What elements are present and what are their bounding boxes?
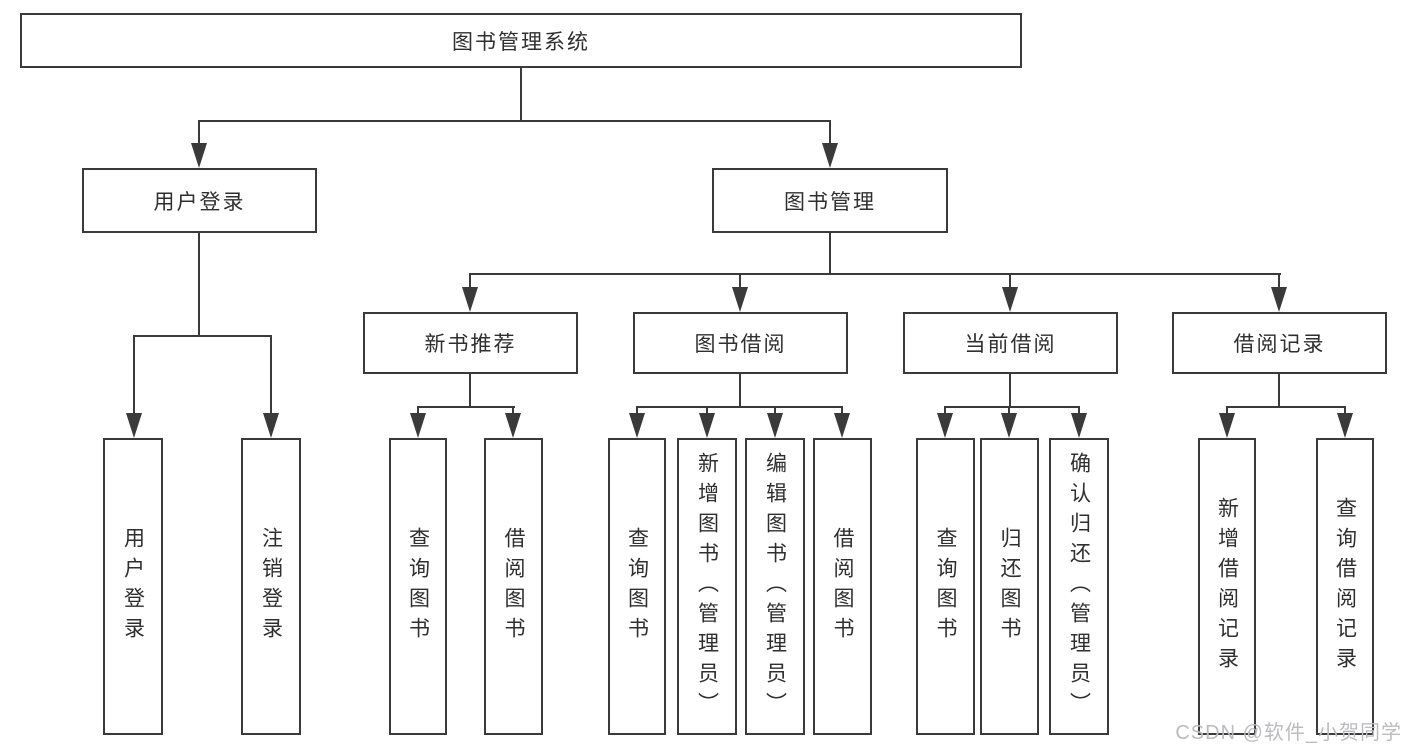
connector-line: [133, 335, 272, 337]
connector-line: [198, 233, 200, 335]
arrow-down-icon: [1071, 413, 1087, 438]
arrow-down-icon: [462, 287, 478, 312]
node-book-management: 图书管理: [712, 168, 948, 233]
leaf-confirm-return-admin: 确认归还（管理员）: [1049, 438, 1109, 735]
connector-line: [1008, 406, 1010, 415]
node-book-borrow: 图书借阅: [633, 312, 848, 374]
leaf-confirm-return-admin-label: 确认归还（管理员）: [1067, 451, 1091, 722]
leaf-edit-book-admin-label: 编辑图书（管理员）: [763, 451, 787, 722]
connector-line: [133, 335, 135, 414]
connector-line: [1344, 406, 1346, 415]
connector-line: [1009, 374, 1011, 406]
csdn-watermark: CSDN @软件_小贺同学: [1175, 722, 1402, 744]
connector-line: [270, 335, 272, 414]
connector-line: [417, 406, 515, 408]
connector-line: [1078, 406, 1080, 415]
connector-line: [636, 406, 638, 415]
arrow-down-icon: [699, 413, 715, 438]
connector-line: [829, 233, 831, 273]
connector-line: [520, 68, 522, 120]
leaf-return-book-label: 归还图书: [998, 526, 1021, 647]
connector-line: [739, 273, 741, 289]
connector-line: [841, 406, 843, 415]
connector-line: [739, 374, 741, 406]
arrow-down-icon: [822, 143, 838, 168]
leaf-return-book: 归还图书: [980, 438, 1039, 735]
connector-line: [944, 406, 1080, 408]
node-book-management-label: 图书管理: [784, 190, 876, 214]
connector-line: [469, 374, 471, 406]
leaf-add-borrow-record-label: 新增借阅记录: [1215, 496, 1239, 677]
connector-line: [1226, 406, 1228, 415]
arrow-down-icon: [126, 413, 142, 438]
connector-line: [469, 273, 471, 289]
node-root-label: 图书管理系统: [452, 30, 590, 54]
connector-line: [1278, 374, 1280, 406]
node-new-book-recommend: 新书推荐: [363, 312, 578, 374]
arrow-down-icon: [505, 413, 521, 438]
arrow-down-icon: [732, 287, 748, 312]
leaf-query-book-borrow-label: 查询图书: [625, 526, 649, 647]
node-user-login: 用户登录: [82, 168, 317, 233]
leaf-query-book-current-label: 查询图书: [934, 526, 957, 647]
leaf-query-book-recommend-label: 查询图书: [406, 526, 430, 647]
node-user-login-label: 用户登录: [153, 190, 246, 214]
leaf-borrow-book-recommend: 借阅图书: [484, 438, 543, 735]
connector-line: [636, 406, 843, 408]
leaf-user-login-label: 用户登录: [121, 526, 145, 647]
connector-line: [512, 406, 514, 415]
arrow-down-icon: [767, 413, 783, 438]
leaf-query-borrow-record-label: 查询借阅记录: [1333, 496, 1357, 677]
leaf-query-book-current: 查询图书: [916, 438, 975, 735]
leaf-borrow-book: 借阅图书: [813, 438, 872, 735]
connector-line: [1009, 273, 1011, 289]
arrow-down-icon: [937, 413, 953, 438]
arrow-down-icon: [191, 143, 207, 168]
node-new-book-recommend-label: 新书推荐: [424, 333, 517, 356]
node-book-borrow-label: 图书借阅: [694, 333, 787, 356]
arrow-down-icon: [629, 413, 645, 438]
leaf-add-borrow-record: 新增借阅记录: [1198, 438, 1256, 735]
leaf-logout-label: 注销登录: [259, 526, 283, 647]
connector-line: [944, 406, 946, 415]
leaf-edit-book-admin: 编辑图书（管理员）: [745, 438, 805, 735]
arrow-down-icon: [1271, 287, 1287, 312]
node-root: 图书管理系统: [20, 13, 1022, 68]
leaf-borrow-book-recommend-label: 借阅图书: [502, 526, 525, 647]
connector-line: [469, 273, 1281, 275]
arrow-down-icon: [263, 413, 279, 438]
arrow-down-icon: [1001, 413, 1017, 438]
node-current-borrow: 当前借阅: [903, 312, 1118, 374]
connector-line: [198, 120, 831, 122]
connector-line: [706, 406, 708, 415]
connector-line: [417, 406, 419, 415]
connector-line: [1278, 273, 1280, 289]
node-borrow-records-label: 借阅记录: [1233, 333, 1326, 356]
connector-line: [1226, 406, 1346, 408]
leaf-query-borrow-record: 查询借阅记录: [1316, 438, 1374, 735]
arrow-down-icon: [410, 413, 426, 438]
arrow-down-icon: [834, 413, 850, 438]
arrow-down-icon: [1337, 413, 1353, 438]
node-current-borrow-label: 当前借阅: [964, 333, 1057, 356]
leaf-logout: 注销登录: [241, 438, 301, 735]
leaf-user-login: 用户登录: [103, 438, 163, 735]
leaf-add-book-admin: 新增图书（管理员）: [677, 438, 737, 735]
arrow-down-icon: [1219, 413, 1235, 438]
leaf-query-book-recommend: 查询图书: [389, 438, 447, 735]
leaf-borrow-book-label: 借阅图书: [831, 526, 854, 647]
connector-line: [774, 406, 776, 415]
leaf-query-book-borrow: 查询图书: [608, 438, 666, 735]
arrow-down-icon: [1002, 287, 1018, 312]
node-borrow-records: 借阅记录: [1172, 312, 1387, 374]
leaf-add-book-admin-label: 新增图书（管理员）: [695, 451, 719, 722]
connector-line: [198, 120, 200, 145]
connector-line: [829, 120, 831, 145]
